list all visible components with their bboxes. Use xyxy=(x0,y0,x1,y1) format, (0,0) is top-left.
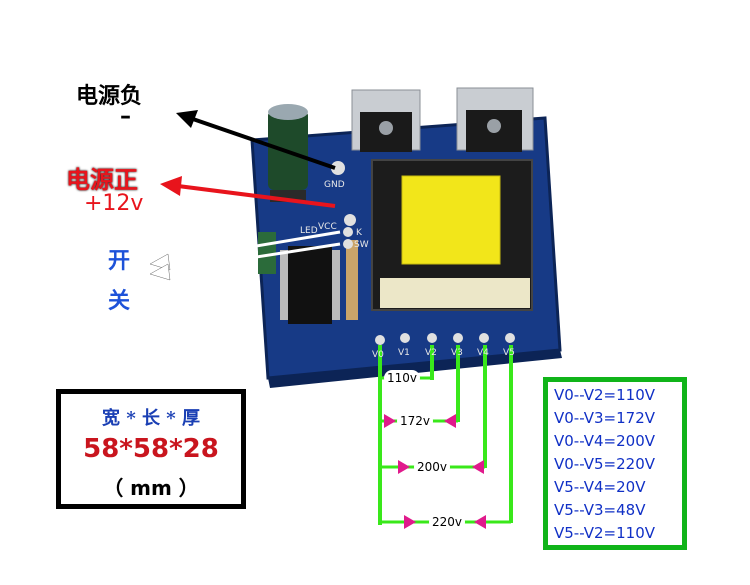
dimensions-title: 宽 * 长 * 厚 xyxy=(102,408,200,429)
voltage-row: V0--V5=220V xyxy=(554,455,656,473)
voltage-row: V5--V2=110V xyxy=(554,524,656,542)
voltage-row: V0--V3=172V xyxy=(554,409,656,427)
measure-tag-110v: 110v xyxy=(384,370,421,386)
tap-v2: V2 xyxy=(425,348,437,358)
transformer xyxy=(371,159,533,311)
k-marking: K xyxy=(356,228,362,238)
positive-voltage: +12v xyxy=(84,191,144,216)
tap-v4: V4 xyxy=(477,348,489,358)
heatsink-left xyxy=(351,89,421,152)
power-negative-label: 电源负 xyxy=(76,84,143,109)
gnd-marking: GND xyxy=(324,180,345,190)
measure-tag-172v: 172v xyxy=(397,413,434,429)
dimensions-box: 宽 * 长 * 厚 58*58*28 （ mm ） xyxy=(56,389,246,509)
tap-pads xyxy=(375,333,515,345)
power-positive-label: 电源正 xyxy=(66,166,138,194)
voltage-table: V0--V2=110V V0--V3=172V V0--V4=200V V0--… xyxy=(543,377,687,550)
dimensions-unit: （ mm ） xyxy=(103,476,199,500)
sw-marking: SW xyxy=(354,240,369,250)
vcc-arrow xyxy=(160,176,336,208)
negative-sign: – xyxy=(120,104,131,129)
led-marking: LED xyxy=(300,226,318,236)
voltage-row: V5--V4=20V xyxy=(554,478,646,496)
tap-v0: V0 xyxy=(372,350,384,360)
gnd-arrow xyxy=(176,110,336,170)
dimensions-value: 58*58*28 xyxy=(83,434,219,464)
switch-label-line1: 开 xyxy=(108,249,131,274)
switch-arrows xyxy=(149,230,341,281)
measure-tag-220v: 220v xyxy=(429,514,466,530)
tap-v5: V5 xyxy=(503,348,515,358)
voltage-row: V0--V2=110V xyxy=(554,386,656,404)
measure-arrows xyxy=(384,414,486,529)
heatsink-right xyxy=(456,87,534,152)
switch-label-line2: 关 xyxy=(108,289,131,314)
power-pads xyxy=(331,161,356,249)
voltage-row: V5--V3=48V xyxy=(554,501,646,519)
voltage-row: V0--V4=200V xyxy=(554,432,656,450)
tap-v3: V3 xyxy=(451,348,463,358)
measure-tag-200v: 200v xyxy=(414,459,451,475)
vcc-marking: VCC xyxy=(318,222,337,232)
ic-chip xyxy=(280,246,340,324)
tap-v1: V1 xyxy=(398,348,410,358)
